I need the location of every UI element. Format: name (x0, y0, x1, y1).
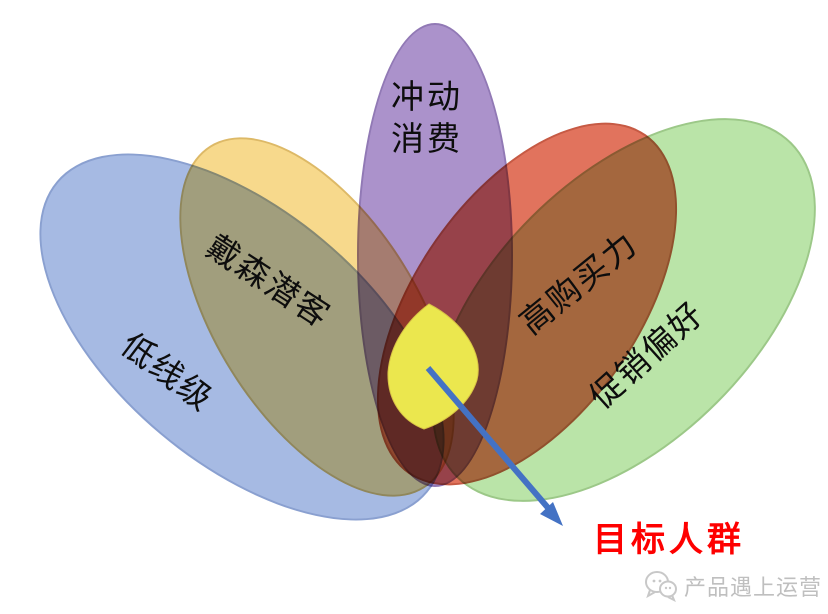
speech-bubbles-icon (644, 571, 677, 602)
watermark-text: 产品遇上运营 (683, 575, 822, 600)
label-impulse-line1: 冲动 (391, 78, 463, 115)
label-impulse-line2: 消费 (391, 120, 463, 157)
label-impulse: 冲动 消费 (391, 76, 463, 160)
target-audience-label: 目标人群 (593, 521, 745, 559)
watermark: 产品遇上运营 (644, 570, 822, 602)
